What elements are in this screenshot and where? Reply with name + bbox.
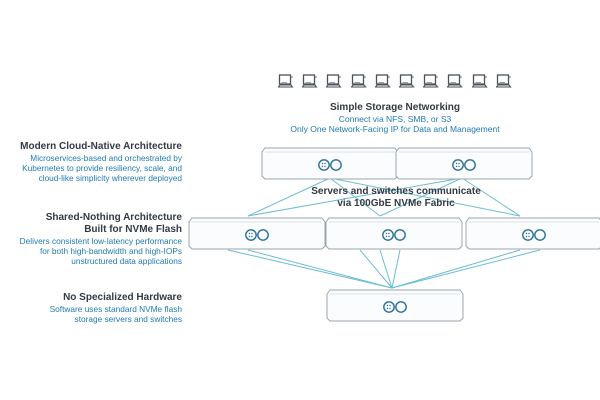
- shared-nothing-line-3: unstructured data applications: [71, 256, 182, 266]
- no-special-hardware-line-1: Software uses standard NVMe flash: [49, 304, 182, 314]
- shared-nothing-title-1: Shared-Nothing Architecture: [45, 212, 182, 223]
- laptop-icon: [349, 73, 367, 91]
- server-top-2: [395, 146, 533, 180]
- no-special-hardware-block: No Specialized Hardware Software uses st…: [50, 292, 182, 324]
- server-middle-1: [188, 216, 326, 250]
- networking-caption: Simple Storage Networking Connect via NF…: [272, 102, 518, 134]
- laptop-icon: [398, 73, 415, 91]
- server-middle-2: [325, 216, 463, 250]
- infinity-logo-icon: [382, 229, 406, 241]
- laptop-icon: [422, 73, 439, 91]
- cloud-native-line-2: Kubernetes to provide resiliency, scale,…: [22, 163, 182, 173]
- infinity-logo-icon: [245, 229, 269, 241]
- fabric-line-1: Servers and switches communicate: [311, 186, 481, 197]
- shared-nothing-line-2: for both high-bandwidth and high-IOPs: [39, 246, 182, 256]
- laptop-icon: [301, 73, 318, 91]
- laptop-icon: [374, 73, 391, 91]
- shared-nothing-block: Shared-Nothing Architecture Built for NV…: [20, 212, 182, 266]
- laptop-icon: [495, 73, 512, 91]
- client-laptops: [277, 73, 518, 95]
- laptop-icon: [470, 73, 488, 91]
- fabric-line-2: via 100GbE NVMe Fabric: [337, 198, 455, 209]
- cloud-native-title: Modern Cloud-Native Architecture: [20, 141, 182, 152]
- shared-nothing-line-1: Delivers consistent low-latency performa…: [19, 236, 182, 246]
- networking-title: Simple Storage Networking: [329, 102, 461, 113]
- no-special-hardware-line-2: storage servers and switches: [74, 314, 182, 324]
- fabric-caption: Servers and switches communicate via 100…: [296, 186, 496, 210]
- shared-nothing-title-2: Built for NVMe Flash: [84, 224, 182, 235]
- server-top-1: [261, 146, 399, 180]
- cloud-native-block: Modern Cloud-Native Architecture Microse…: [20, 141, 182, 183]
- laptop-icon: [446, 73, 463, 91]
- infinity-logo-icon: [522, 229, 546, 241]
- no-special-hardware-title: No Specialized Hardware: [63, 292, 182, 303]
- server-bottom: [326, 288, 464, 322]
- networking-line-1: Connect via NFS, SMB, or S3: [338, 114, 452, 124]
- server-middle-3: [465, 216, 600, 250]
- infinity-logo-icon: [383, 301, 407, 313]
- cloud-native-line-1: Microservices-based and orchestrated by: [30, 153, 182, 163]
- infinity-logo-icon: [452, 159, 476, 171]
- networking-line-2: Only One Network-Facing IP for Data and …: [290, 124, 500, 134]
- infinity-logo-icon: [318, 159, 342, 171]
- laptop-icon: [277, 73, 294, 91]
- laptop-icon: [325, 73, 342, 91]
- cloud-native-line-3: cloud-like simplicity wherever deployed: [38, 173, 182, 183]
